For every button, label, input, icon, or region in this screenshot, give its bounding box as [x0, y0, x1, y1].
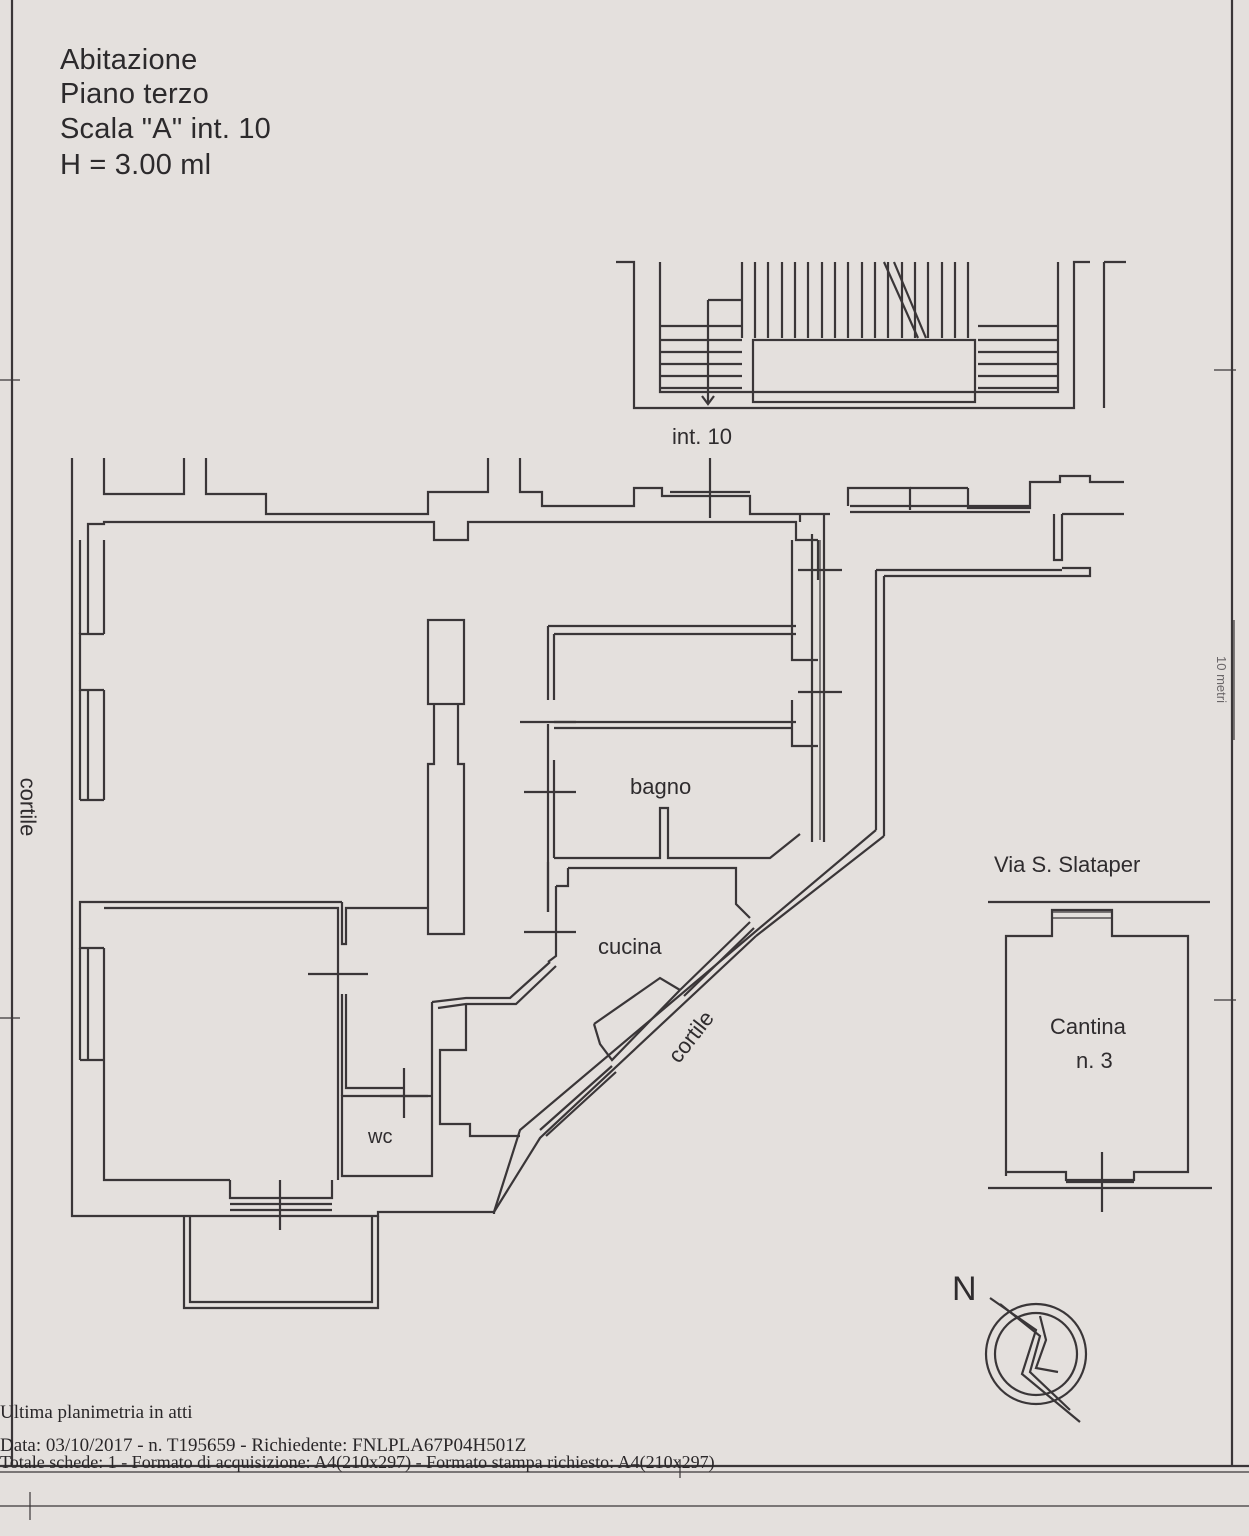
footer-format: Totale schede: 1 - Formato di acquisizio…: [0, 1452, 715, 1472]
cantina-number: n. 3: [1076, 1048, 1113, 1073]
footer-last-plan: Ultima planimetria in atti: [0, 1402, 193, 1423]
scale-bar-label: 10 metri: [1213, 656, 1229, 703]
outer-walls: [70, 458, 1124, 1310]
north-label: N: [952, 1270, 977, 1308]
footer-date-request: Data: 03/10/2017 - n. T195659 - Richiede…: [0, 1435, 527, 1456]
north-arrow: [984, 1297, 1088, 1423]
room-label-bagno: bagno: [630, 774, 692, 799]
room-label-wc: wc: [368, 1126, 393, 1148]
staircase: [616, 260, 1126, 410]
plan-title: Abitazione: [60, 44, 198, 76]
floor-label: Piano terzo: [60, 78, 209, 110]
street-label: Via S. Slataper: [994, 852, 1141, 877]
entrance-label: int. 10: [672, 424, 732, 449]
cantina-label: Cantina: [1050, 1014, 1126, 1039]
stair-unit-label: Scala "A" int. 10: [60, 113, 271, 145]
interior-walls: [104, 540, 842, 1180]
cantina-plan: [988, 900, 1212, 1212]
courtyard-label-left: cortile: [15, 777, 41, 837]
ceiling-height-label: H = 3.00 ml: [60, 149, 212, 181]
room-label-cucina: cucina: [598, 934, 662, 959]
